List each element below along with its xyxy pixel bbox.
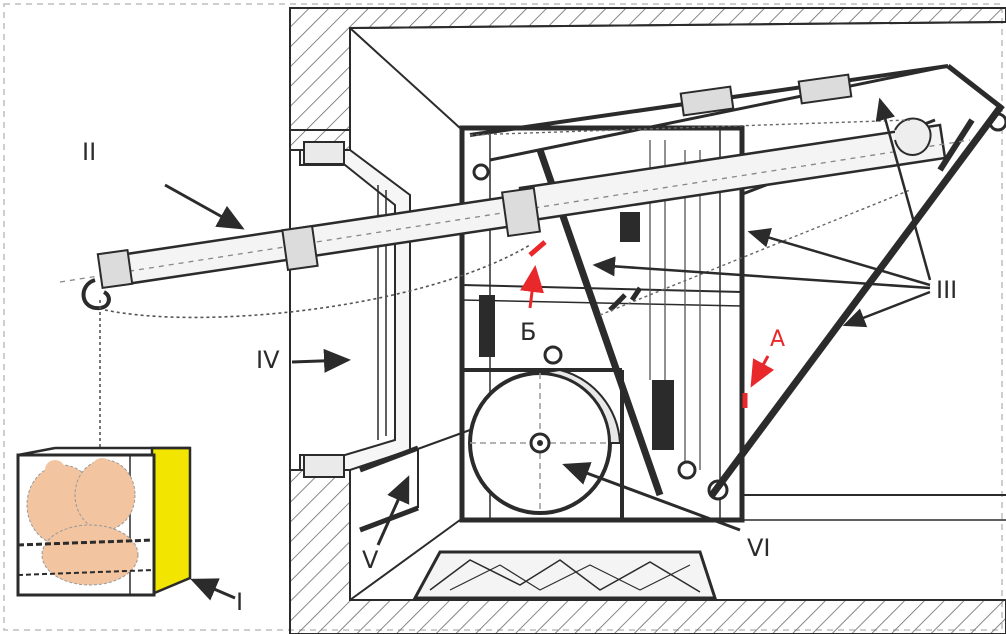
counterweight-left — [479, 295, 495, 357]
turnbuckle — [797, 73, 853, 105]
cradle — [16, 446, 192, 597]
turnbuckle — [679, 85, 735, 117]
leader-arrows — [164, 97, 932, 601]
label-III: III — [936, 276, 957, 304]
counterweight-top — [620, 212, 640, 242]
base-platform — [412, 550, 718, 600]
label-B: Б — [520, 318, 536, 346]
label-I: I — [236, 588, 243, 616]
label-VI: VI — [747, 534, 771, 562]
cable-curve — [104, 244, 531, 319]
label-IV: IV — [256, 346, 280, 374]
counterweight-middle — [652, 380, 674, 450]
telescopic-boom — [59, 117, 971, 311]
label-A: A — [770, 327, 785, 352]
pulley — [677, 460, 697, 480]
worker-figure — [41, 524, 139, 586]
label-V: V — [362, 546, 379, 574]
label-II: II — [82, 138, 96, 166]
winch-drum — [468, 368, 622, 515]
pulley — [472, 163, 490, 181]
pulley — [543, 345, 563, 365]
